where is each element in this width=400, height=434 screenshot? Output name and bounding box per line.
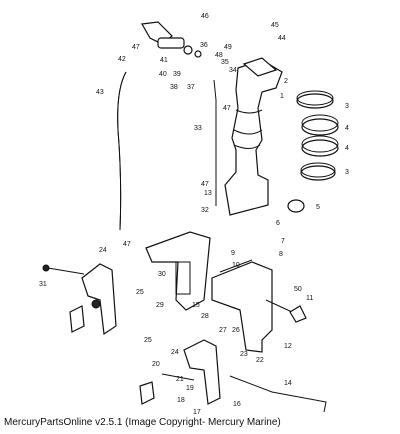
callout-47: 47 — [123, 241, 131, 248]
washer — [287, 199, 305, 213]
callout-18: 18 — [177, 397, 185, 404]
callout-38: 38 — [170, 84, 178, 91]
callout-6: 6 — [276, 220, 280, 227]
callout-10: 10 — [232, 262, 240, 269]
lower-housing — [211, 259, 273, 353]
callout-22: 22 — [256, 357, 264, 364]
callout-13: 13 — [204, 190, 212, 197]
callout-29: 29 — [156, 302, 164, 309]
callout-48: 48 — [215, 52, 223, 59]
transom-bracket-right — [139, 339, 221, 405]
copyright-footer: MercuryPartsOnline v2.5.1 (Image Copyrig… — [4, 417, 281, 428]
bushing-rings — [296, 90, 339, 181]
callout-31: 31 — [39, 281, 47, 288]
callout-32: 32 — [201, 207, 209, 214]
driveshaft-housing — [224, 57, 283, 216]
callout-25: 25 — [144, 337, 152, 344]
callout-11: 11 — [306, 295, 313, 302]
callout-19: 19 — [186, 385, 194, 392]
shift-lever-assembly — [141, 21, 202, 58]
callout-42: 42 — [118, 56, 126, 63]
callout-25: 25 — [136, 289, 144, 296]
callout-12: 12 — [284, 343, 292, 350]
callout-34: 34 — [229, 67, 237, 74]
callout-50: 50 — [294, 286, 302, 293]
callout-41: 41 — [160, 57, 168, 64]
callout-30: 30 — [158, 271, 166, 278]
tilt-tube — [229, 375, 327, 413]
callout-21: 21 — [176, 376, 184, 383]
callout-47: 47 — [223, 105, 231, 112]
callout-24: 24 — [171, 349, 179, 356]
callout-7: 7 — [281, 238, 285, 245]
callout-4: 4 — [345, 145, 349, 152]
callout-46: 46 — [201, 13, 209, 20]
callout-27: 27 — [219, 327, 227, 334]
callout-33: 33 — [194, 125, 202, 132]
callout-15: 15 — [192, 302, 200, 309]
callout-26: 26 — [232, 327, 240, 334]
callout-23: 23 — [240, 351, 248, 358]
callout-28: 28 — [201, 313, 209, 320]
transom-bracket-left — [69, 263, 117, 336]
callout-43: 43 — [96, 89, 104, 96]
callout-39: 39 — [173, 71, 181, 78]
callout-3: 3 — [345, 103, 349, 110]
callout-14: 14 — [284, 380, 292, 387]
callout-35: 35 — [221, 59, 229, 66]
callout-49: 49 — [224, 44, 232, 51]
shift-rod — [213, 79, 217, 206]
callout-47: 47 — [132, 44, 140, 51]
callout-9: 9 — [231, 250, 235, 257]
swivel-bracket — [145, 231, 211, 311]
callout-17: 17 — [193, 409, 201, 415]
callout-20: 20 — [152, 361, 160, 368]
callout-labels: 1 2 3 4 4 3 5 6 7 8 9 10 11 12 13 14 15 … — [39, 13, 349, 415]
callout-40: 40 — [159, 71, 167, 78]
bolt — [47, 267, 85, 275]
callout-44: 44 — [278, 35, 286, 42]
tilt-handle — [265, 299, 293, 313]
callout-2: 2 — [284, 78, 288, 85]
callout-1: 1 — [280, 93, 284, 100]
exploded-parts-diagram: 1 2 3 4 4 3 5 6 7 8 9 10 11 12 13 14 15 … — [39, 13, 349, 415]
callout-3: 3 — [345, 169, 349, 176]
callout-8: 8 — [279, 251, 283, 258]
callout-5: 5 — [316, 204, 320, 211]
callout-24: 24 — [99, 247, 107, 254]
callout-36: 36 — [200, 42, 208, 49]
callout-45: 45 — [271, 22, 279, 29]
callout-47: 47 — [201, 181, 209, 188]
callout-4: 4 — [345, 125, 349, 132]
callout-16: 16 — [233, 401, 241, 408]
callout-37: 37 — [187, 84, 195, 91]
